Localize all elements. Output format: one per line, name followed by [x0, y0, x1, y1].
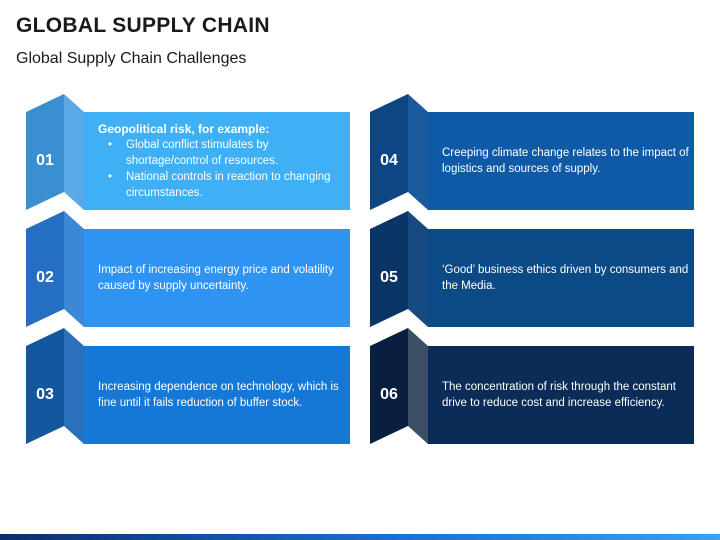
card-shape [370, 328, 694, 444]
card-text: ‘Good’ business ethics driven by consume… [442, 264, 689, 292]
challenge-card-05: 05 ‘Good’ business ethics driven by cons… [370, 211, 696, 327]
card-text: The concentration of risk through the co… [442, 381, 676, 409]
card-text: Creeping climate change relates to the i… [442, 147, 689, 175]
card-side-panel [370, 211, 408, 327]
card-side-panel [370, 94, 408, 210]
card-shape [370, 211, 694, 327]
card-body: ‘Good’ business ethics driven by consume… [442, 229, 690, 327]
card-main-panel [428, 112, 694, 210]
card-body: Increasing dependence on technology, whi… [98, 346, 346, 444]
card-fold-panel [64, 211, 84, 327]
card-main-panel [84, 229, 350, 327]
card-main-panel [428, 229, 694, 327]
card-body: The concentration of risk through the co… [442, 346, 690, 444]
footer-accent-bar [0, 534, 720, 540]
card-fold-panel [408, 94, 428, 210]
bullet-item: National controls in reaction to changin… [108, 169, 346, 201]
card-body: Geopolitical risk, for example: Global c… [98, 112, 346, 210]
card-text: Impact of increasing energy price and vo… [98, 264, 334, 292]
challenge-card-04: 04 Creeping climate change relates to th… [370, 94, 696, 210]
card-number: 05 [380, 269, 398, 286]
challenge-card-06: 06 The concentration of risk through the… [370, 328, 696, 444]
card-shape [26, 328, 350, 444]
card-side-panel [26, 211, 64, 327]
card-main-panel [428, 346, 694, 444]
card-fold-panel [408, 328, 428, 444]
card-side-panel [370, 328, 408, 444]
card-main-panel [84, 346, 350, 444]
card-number: 04 [380, 152, 398, 169]
card-number: 03 [36, 386, 54, 403]
card-body: Impact of increasing energy price and vo… [98, 229, 346, 327]
card-fold-panel [408, 211, 428, 327]
card-side-panel [26, 328, 64, 444]
challenge-card-02: 02 Impact of increasing energy price and… [26, 211, 352, 327]
challenge-card-03: 03 Increasing dependence on technology, … [26, 328, 352, 444]
card-fold-panel [64, 94, 84, 210]
card-number: 01 [36, 152, 54, 169]
card-number: 06 [380, 386, 398, 403]
challenge-card-01: 01 Geopolitical risk, for example: Globa… [26, 94, 352, 210]
card-side-panel [26, 94, 64, 210]
card-fold-panel [64, 328, 84, 444]
card-heading: Geopolitical risk, for example: [98, 122, 270, 136]
card-text: Increasing dependence on technology, whi… [98, 381, 339, 409]
card-shape [26, 211, 350, 327]
card-number: 02 [36, 269, 54, 286]
bullet-item: Global conflict stimulates by shortage/c… [108, 137, 346, 169]
bullet-list: Global conflict stimulates by shortage/c… [98, 137, 346, 201]
card-shape [370, 94, 694, 210]
card-body: Creeping climate change relates to the i… [442, 112, 690, 210]
page-subtitle: Global Supply Chain Challenges [16, 50, 247, 67]
page-title: GLOBAL SUPPLY CHAIN [16, 14, 270, 37]
